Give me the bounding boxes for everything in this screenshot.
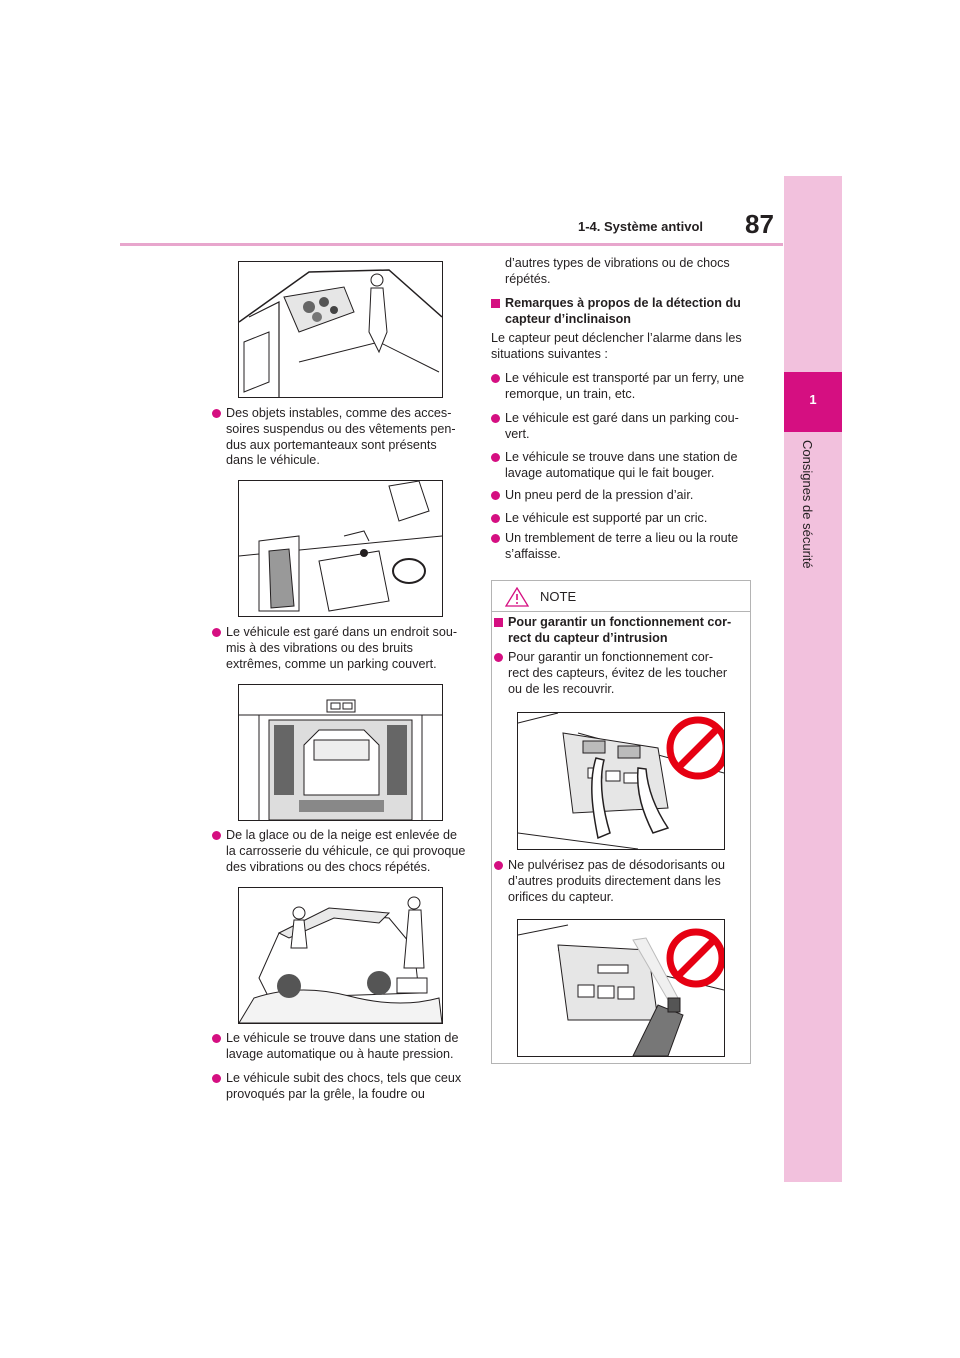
chapter-title: Consignes de sécurité bbox=[800, 440, 815, 569]
bullet-dot bbox=[491, 414, 500, 423]
bullet-dot bbox=[491, 453, 500, 462]
bullet-moving-wash: Le véhicule se trouve dans une station d… bbox=[491, 450, 767, 482]
bullet-tire-pressure: Un pneu perd de la pression d’air. bbox=[491, 488, 767, 504]
note-bullet-do-not-cover: Pour garantir un fonctionnement cor- rec… bbox=[494, 650, 758, 697]
tilt-sensor-intro: Le capteur peut déclencher l’alarme dans… bbox=[491, 331, 742, 361]
subheading-tilt-sensor: Remarques à propos de la détection du ca… bbox=[491, 296, 767, 328]
page-number: 87 bbox=[745, 209, 774, 239]
bullet-shocks: Le véhicule subit des chocs, tels que ce… bbox=[212, 1071, 488, 1103]
bullet-text: Un pneu perd de la pression d’air. bbox=[505, 488, 694, 502]
bullet-dot bbox=[212, 831, 221, 840]
bullet-text: Ne pulvérisez pas de désodorisants ou d’… bbox=[508, 858, 726, 904]
bullet-dot bbox=[491, 534, 500, 543]
square-bullet bbox=[491, 299, 500, 308]
note-divider bbox=[491, 611, 751, 612]
header-divider bbox=[120, 243, 783, 246]
bullet-ice-snow-removal: De la glace ou de la neige est enlevée d… bbox=[212, 828, 488, 875]
illustration-snow-removal bbox=[238, 887, 443, 1024]
chapter-side-tab bbox=[784, 176, 842, 1182]
bullet-text: Un tremblement de terre a lieu ou la rou… bbox=[505, 531, 739, 561]
continued-text: d’autres types de vibrations ou de chocs… bbox=[505, 256, 730, 286]
bullet-dot bbox=[491, 491, 500, 500]
bullet-dot bbox=[212, 628, 221, 637]
warning-triangle-icon bbox=[505, 587, 529, 607]
bullet-text: Le véhicule est garé dans un endroit sou… bbox=[226, 625, 458, 671]
bullet-text: Le véhicule se trouve dans une station d… bbox=[226, 1031, 459, 1061]
bullet-text: Le véhicule se trouve dans une station d… bbox=[505, 450, 738, 480]
subheading-text: Pour garantir un fonctionnement cor- rec… bbox=[508, 615, 732, 645]
bullet-dot bbox=[494, 861, 503, 870]
illustration-car-objects bbox=[238, 261, 443, 398]
note-bullet-no-spray: Ne pulvérisez pas de désodorisants ou d’… bbox=[494, 858, 758, 905]
bullet-unstable-objects: Des objets instables, comme des acces- s… bbox=[212, 406, 486, 469]
illustration-car-wash bbox=[238, 684, 443, 821]
bullet-dot bbox=[494, 653, 503, 662]
bullet-text: Le véhicule est transporté par un ferry,… bbox=[505, 371, 745, 401]
subheading-text: Remarques à propos de la détection du ca… bbox=[505, 296, 741, 326]
bullet-jack: Le véhicule est supporté par un cric. bbox=[491, 511, 767, 527]
square-bullet bbox=[494, 618, 503, 627]
bullet-text: Des objets instables, comme des acces- s… bbox=[226, 406, 456, 468]
chapter-tab-active bbox=[784, 372, 842, 432]
section-title: 1-4. Système antivol bbox=[578, 219, 703, 234]
bullet-text: Le véhicule est supporté par un cric. bbox=[505, 511, 708, 525]
bullet-dot bbox=[212, 409, 221, 418]
bullet-text: Pour garantir un fonctionnement cor- rec… bbox=[508, 650, 728, 696]
bullet-ferry: Le véhicule est transporté par un ferry,… bbox=[491, 371, 767, 403]
chapter-number: 1 bbox=[809, 392, 817, 407]
bullet-dot bbox=[212, 1034, 221, 1043]
bullet-dot bbox=[212, 1074, 221, 1083]
bullet-car-wash: Le véhicule se trouve dans une station d… bbox=[212, 1031, 488, 1063]
bullet-vibration-parking: Le véhicule est garé dans un endroit sou… bbox=[212, 625, 486, 672]
note-subheading: Pour garantir un fonctionnement cor- rec… bbox=[494, 615, 758, 647]
bullet-text: Le véhicule subit des chocs, tels que ce… bbox=[226, 1071, 462, 1101]
illustration-spray-sensor bbox=[517, 919, 725, 1057]
illustration-car-interior bbox=[238, 480, 443, 617]
note-label: NOTE bbox=[540, 589, 577, 604]
bullet-dot bbox=[491, 514, 500, 523]
note-box bbox=[491, 580, 751, 1064]
bullet-text: Le véhicule est garé dans un parking cou… bbox=[505, 411, 739, 441]
bullet-dot bbox=[491, 374, 500, 383]
bullet-covered-parking: Le véhicule est garé dans un parking cou… bbox=[491, 411, 767, 443]
illustration-touch-sensor bbox=[517, 712, 725, 850]
bullet-text: De la glace ou de la neige est enlevée d… bbox=[226, 828, 466, 874]
bullet-earthquake: Un tremblement de terre a lieu ou la rou… bbox=[491, 531, 767, 563]
